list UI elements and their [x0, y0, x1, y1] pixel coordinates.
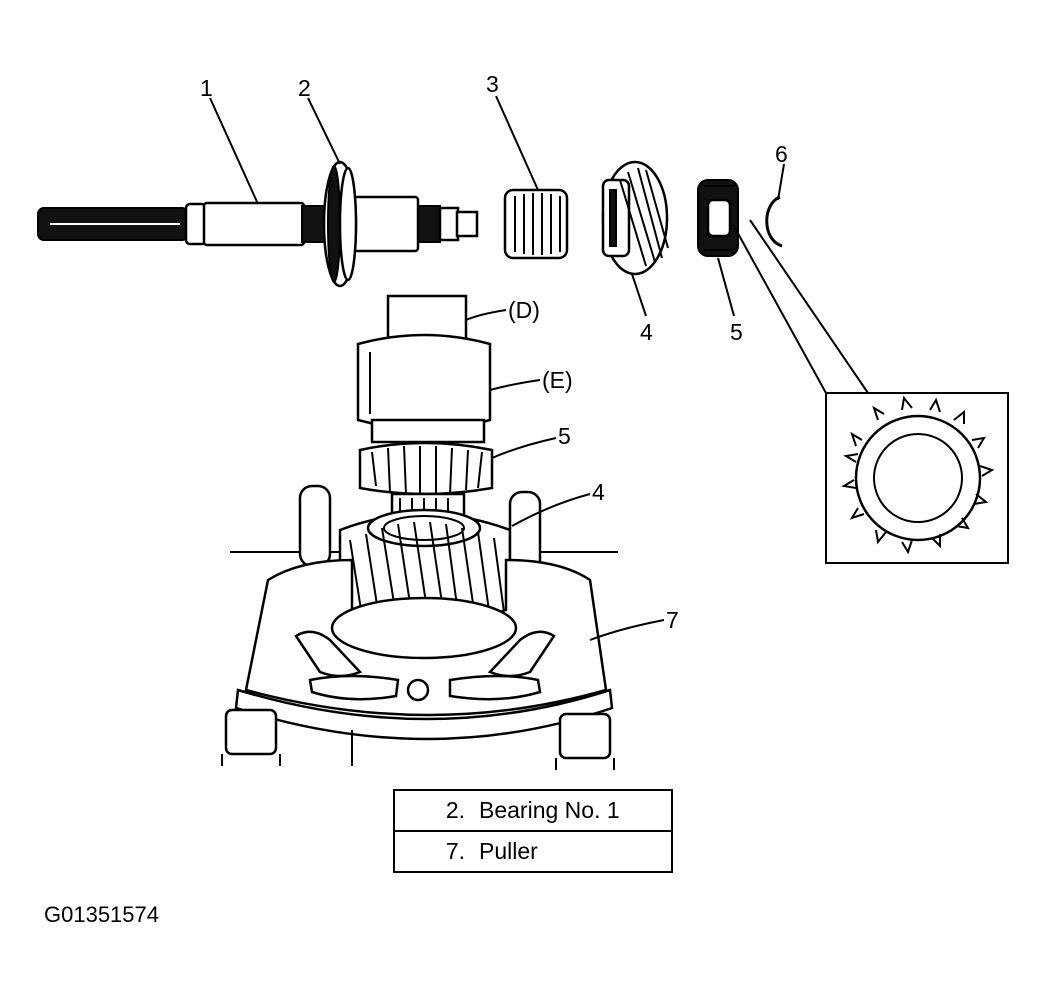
circlip — [765, 195, 783, 248]
puller — [221, 484, 618, 770]
helical-gear — [601, 160, 669, 276]
needle-bearing — [503, 188, 569, 260]
bearing-no-1 — [322, 160, 358, 288]
legend-row: 2. Bearing No. 1 — [395, 791, 671, 830]
parts-legend: 2. Bearing No. 1 7. Puller — [393, 789, 673, 873]
callout-1: 1 — [200, 75, 213, 101]
callout-d: (D) — [508, 297, 540, 323]
legend-number: 2. — [445, 797, 465, 823]
callout-3: 3 — [486, 71, 499, 97]
figure-id: G01351574 — [44, 902, 159, 927]
callout-5-top: 5 — [730, 319, 743, 345]
main-shaft — [37, 195, 479, 253]
callout-4-mid: 4 — [592, 479, 605, 505]
callout-5-mid: 5 — [558, 423, 571, 449]
press-ram — [356, 294, 492, 444]
leader-lines — [209, 95, 785, 641]
gear-on-shaft — [338, 508, 512, 631]
callout-4-top: 4 — [640, 319, 653, 345]
legend-text: Puller — [479, 838, 538, 864]
callout-6: 6 — [775, 141, 788, 167]
synchronizer-hub — [697, 179, 739, 257]
legend-text: Bearing No. 1 — [479, 797, 620, 823]
hub-detail-inset — [734, 219, 1009, 564]
legend-row: 7. Puller — [395, 830, 671, 871]
callout-2: 2 — [298, 75, 311, 101]
callout-7: 7 — [666, 607, 679, 633]
legend-number: 7. — [445, 838, 465, 864]
callout-e: (E) — [542, 367, 573, 393]
